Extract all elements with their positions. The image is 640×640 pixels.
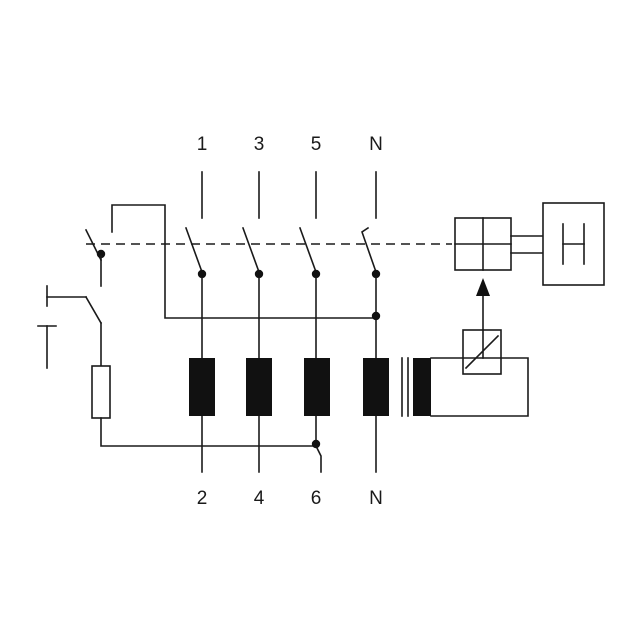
terminal-label-6: 6 xyxy=(311,488,322,509)
terminal-label-4: 4 xyxy=(254,488,265,509)
incoming-lines xyxy=(201,171,377,219)
test-circuit xyxy=(37,204,381,369)
current-transformer xyxy=(189,357,431,417)
terminal-label-2: 2 xyxy=(197,488,208,509)
terminal-label-1: 1 xyxy=(197,134,208,155)
secondary-winding-box xyxy=(430,357,529,417)
manual-operator-icon xyxy=(542,202,605,286)
latch-mechanism-icon xyxy=(454,217,544,271)
test-resistor xyxy=(91,365,321,449)
terminal-label-n-bottom: N xyxy=(369,488,383,509)
main-contacts xyxy=(184,226,381,279)
trip-arrow xyxy=(476,278,490,331)
terminal-label-n-top: N xyxy=(369,134,383,155)
terminal-label-5: 5 xyxy=(311,134,322,155)
terminal-label-3: 3 xyxy=(254,134,265,155)
phase-conductors xyxy=(201,277,377,473)
trip-relay-coil xyxy=(462,329,502,375)
